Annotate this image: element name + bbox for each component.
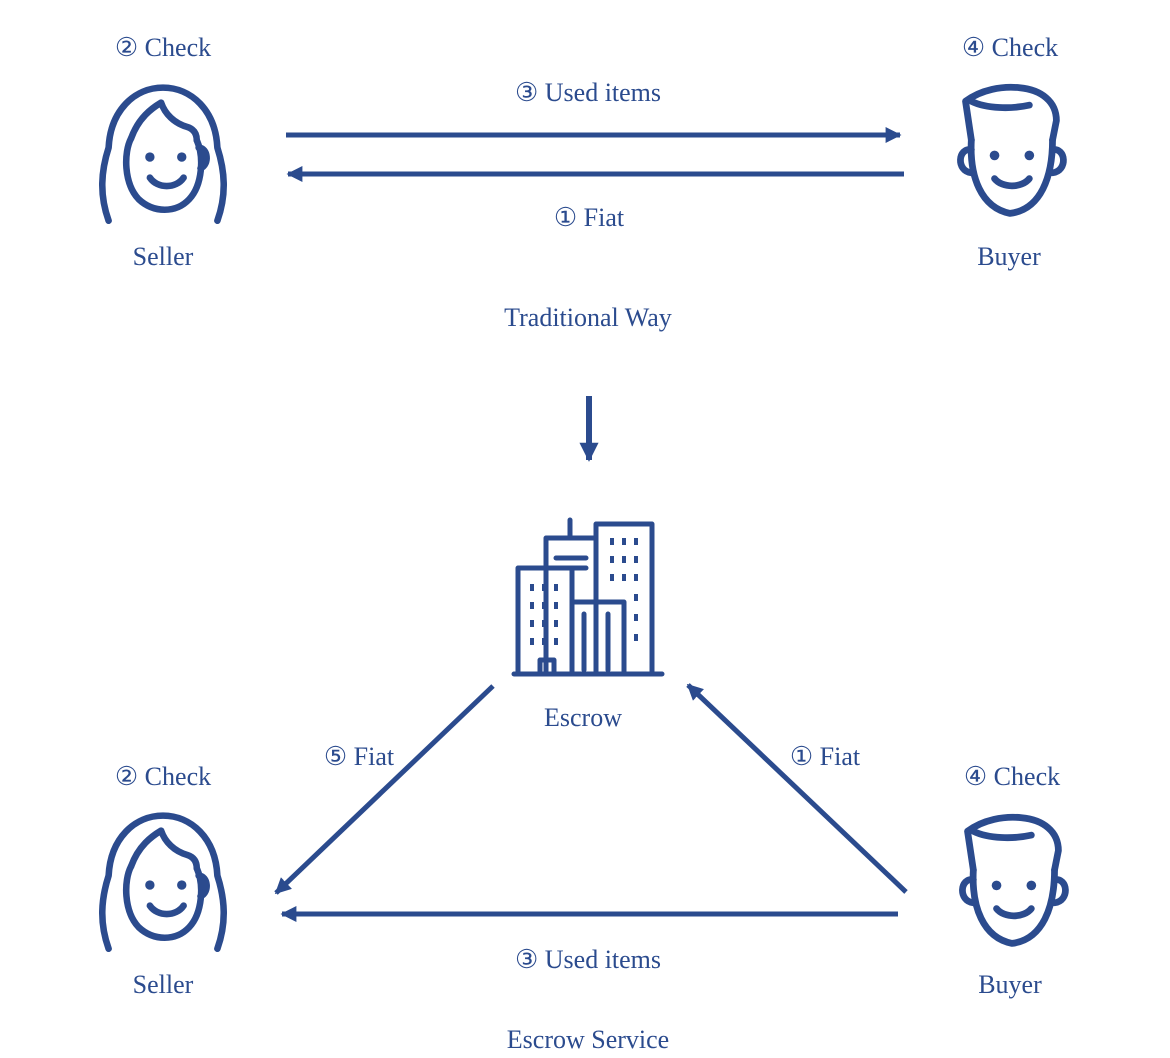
used-items-label-top: ③ Used items — [515, 78, 661, 107]
fiat-label-top: ① Fiat — [554, 203, 625, 232]
seller-step-check-top: ② Check — [115, 33, 211, 62]
seller-label-bottom: Seller — [133, 970, 194, 999]
used-items-label-bottom: ③ Used items — [515, 945, 661, 974]
traditional-way-section: ② Check Seller ④ Check Buyer ③ Used item… — [102, 33, 1063, 332]
buyer-step-check-top: ④ Check — [962, 33, 1058, 62]
seller-label-top: Seller — [133, 242, 194, 271]
buyer-label-bottom: Buyer — [978, 970, 1042, 999]
escrow-service-section: Escrow ② Check Seller ④ Check Buyer ⑤ Fi… — [102, 520, 1065, 1054]
seller-step-check-bottom: ② Check — [115, 762, 211, 791]
woman-avatar-icon — [102, 816, 223, 949]
woman-avatar-icon — [102, 88, 223, 221]
escrow-label: Escrow — [544, 703, 622, 732]
buyer-label-top: Buyer — [977, 242, 1041, 271]
office-buildings-icon — [514, 520, 662, 674]
fiat-label-buyer-to-escrow: ① Fiat — [790, 742, 861, 771]
man-avatar-icon — [960, 87, 1063, 213]
fiat-arrow-buyer-to-escrow — [686, 683, 908, 894]
escrow-service-caption: Escrow Service — [507, 1025, 669, 1054]
fiat-arrow-escrow-to-seller — [274, 684, 495, 895]
fiat-label-escrow-to-seller: ⑤ Fiat — [324, 742, 395, 771]
man-avatar-icon — [962, 817, 1065, 943]
traditional-way-caption: Traditional Way — [504, 303, 672, 332]
buyer-step-check-bottom: ④ Check — [964, 762, 1060, 791]
